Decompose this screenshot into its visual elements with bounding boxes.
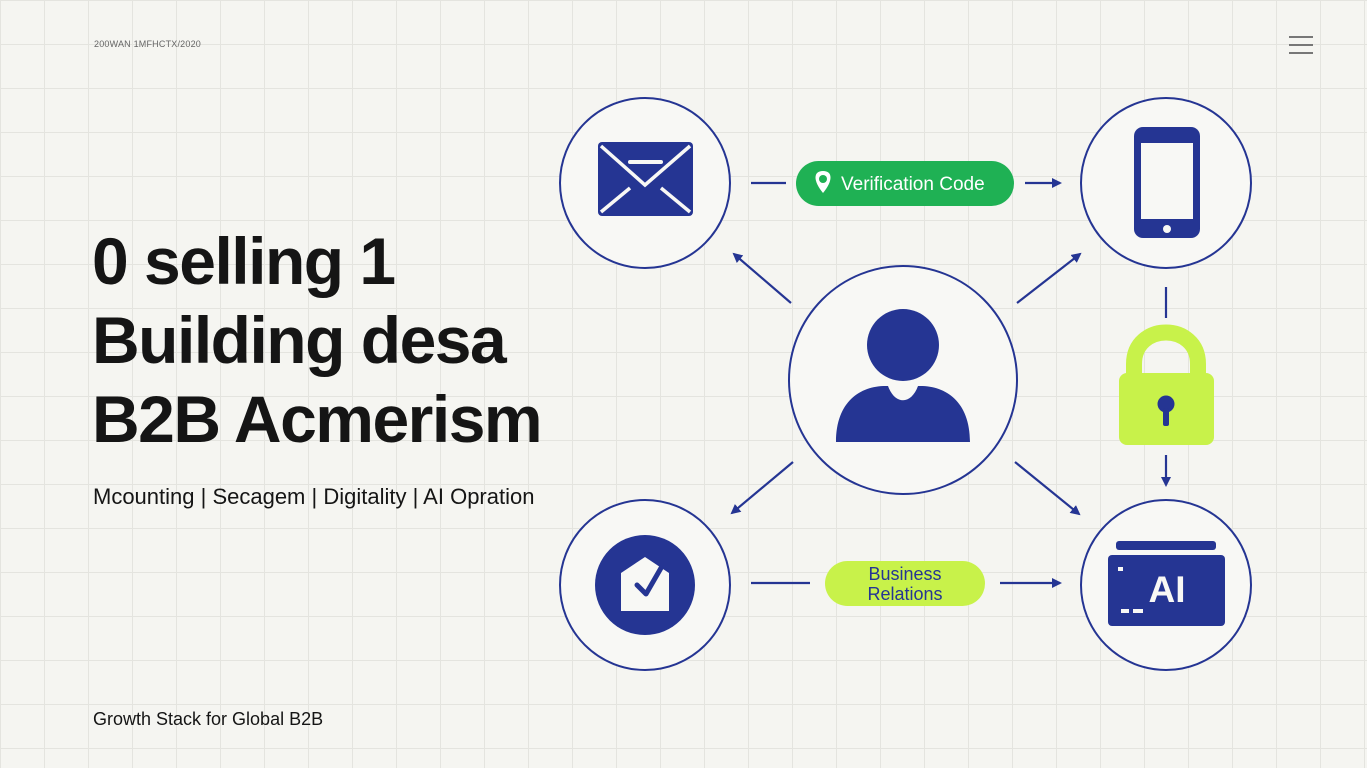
subline: Mcounting | Secagem | Digitality | AI Op… [93, 484, 535, 509]
ai-window-icon: AI [1108, 541, 1225, 626]
footer-tagline: Growth Stack for Global B2B [93, 709, 324, 729]
connectors [730, 178, 1171, 588]
arrow-user-to-email [732, 252, 792, 304]
arrow-user-to-phone [1016, 252, 1082, 304]
document-meta: 200WAN 1MFHCTX/2020 [94, 39, 202, 49]
headline: 0 selling 1 Building desa B2B Acmerism [92, 222, 543, 459]
inbox-check-icon [595, 535, 695, 635]
arrow-user-to-inbox [730, 461, 794, 515]
hamburger-menu-icon[interactable] [1289, 36, 1313, 54]
smartphone-icon [1134, 127, 1200, 238]
headline-line-2: Building desa [92, 303, 507, 377]
padlock-icon [1119, 324, 1214, 445]
business-relations-line-1: Business [868, 564, 941, 584]
location-pin-icon [815, 171, 831, 193]
headline-line-1: 0 selling 1 [92, 224, 396, 298]
business-relations-line-2: Relations [867, 584, 942, 604]
envelope-icon [598, 142, 693, 216]
verification-code-pill: Verification Code [796, 161, 1014, 206]
arrow-user-to-ai [1014, 461, 1081, 516]
headline-line-3: B2B Acmerism [92, 382, 543, 456]
verification-code-label: Verification Code [841, 174, 985, 195]
ai-label: AI [1149, 569, 1186, 610]
business-relations-pill: Business Relations [825, 561, 985, 606]
user-icon [836, 309, 970, 442]
